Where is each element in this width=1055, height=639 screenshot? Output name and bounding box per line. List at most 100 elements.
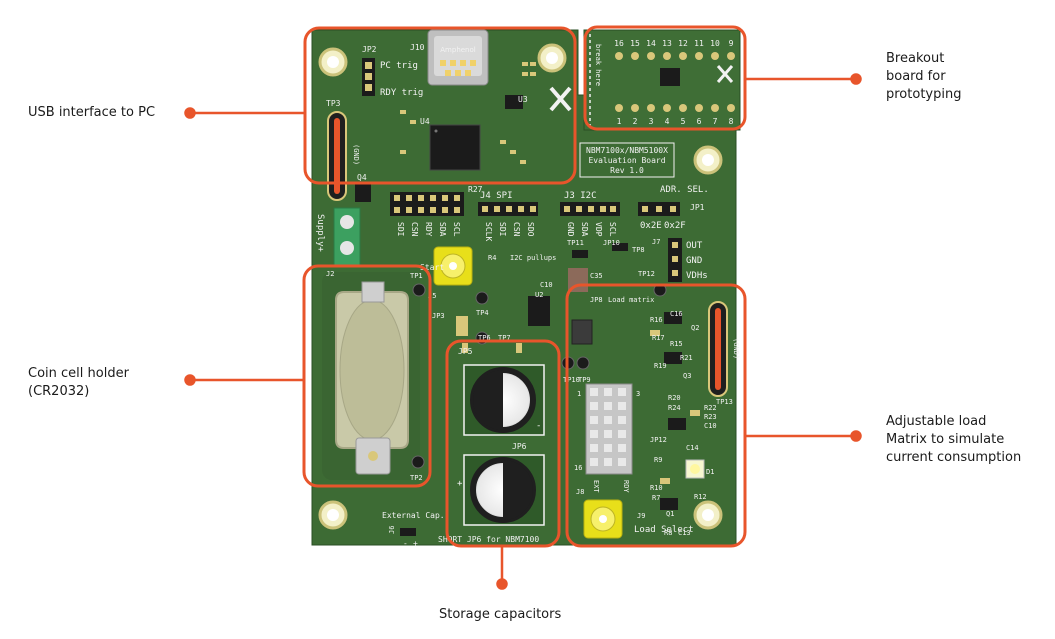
silk-sdi: SDI bbox=[396, 222, 405, 237]
highlight-boxes bbox=[302, 25, 747, 548]
silk-cap-minus: - bbox=[536, 421, 541, 431]
callout-breakout-board: Breakout board for prototyping bbox=[886, 50, 961, 104]
breakout-pin-7: 7 bbox=[713, 117, 718, 126]
silk-c16: C16 bbox=[670, 310, 683, 318]
breakout-pin-9: 9 bbox=[729, 39, 734, 48]
silk-i2c-pullups: I2C pullups bbox=[510, 254, 556, 262]
silk-gnd-right: (GND) bbox=[732, 338, 740, 359]
silk-j2: J2 bbox=[326, 270, 334, 278]
board-title-line-2: Evaluation Board bbox=[588, 156, 665, 165]
breakout-pin-16: 16 bbox=[614, 39, 624, 48]
breakout-top-labels: 16 15 14 13 12 11 10 9 bbox=[614, 39, 733, 48]
board-title: NBM7100x/NBM5100X Evaluation Board Rev 1… bbox=[579, 142, 675, 178]
silk-tp7: TP7 bbox=[498, 334, 511, 342]
callout-load-line-1: Adjustable load bbox=[886, 414, 987, 429]
breakout-pin-1: 1 bbox=[617, 117, 622, 126]
callout-load-line-3: current consumption bbox=[886, 450, 1022, 465]
silk-tp4: TP4 bbox=[476, 309, 489, 317]
silk-j7: J7 bbox=[652, 238, 660, 246]
callout-usb-interface: USB interface to PC bbox=[28, 104, 155, 122]
silk-sdi-2: SDI bbox=[498, 222, 507, 237]
callout-breakout-line-3: prototyping bbox=[886, 87, 962, 102]
silk-ext-plus: + bbox=[413, 539, 418, 548]
silk-r10: R10 bbox=[650, 484, 663, 492]
callout-adjustable-load: Adjustable load Matrix to simulate curre… bbox=[886, 413, 1021, 467]
silk-r16: R16 bbox=[650, 316, 663, 324]
callout-storage-line-1: Storage capacitors bbox=[439, 607, 562, 622]
small-components bbox=[400, 243, 700, 536]
breakout-pin-4: 4 bbox=[665, 117, 670, 126]
silk-j6: J6 bbox=[388, 526, 396, 534]
silk-q1: Q1 bbox=[666, 510, 674, 518]
silk-short-jp6: SHORT JP6 for NBM7100 bbox=[438, 535, 539, 544]
callout-coin-cell: Coin cell holder (CR2032) bbox=[28, 365, 129, 401]
load-matrix-jumpers bbox=[585, 383, 633, 475]
spi-header bbox=[390, 192, 538, 216]
silk-rdy-trig: RDY trig bbox=[380, 88, 423, 98]
usb-interface-chip bbox=[400, 62, 536, 171]
silk-tp6: TP6 bbox=[478, 334, 491, 342]
silk-addr-2e: 0x2E bbox=[640, 221, 662, 231]
silk-tp12: TP12 bbox=[638, 270, 655, 278]
silk-tp8: TP8 bbox=[632, 246, 645, 254]
breakout-pin-8: 8 bbox=[729, 117, 734, 126]
silk-u2: U2 bbox=[535, 291, 543, 299]
highlight-coin-cell bbox=[302, 264, 432, 488]
silk-r24: R24 bbox=[668, 404, 681, 412]
silk-load-select: Load Select bbox=[634, 525, 694, 535]
silk-r17: R17 bbox=[652, 334, 665, 342]
silk-sdo: SDO bbox=[526, 222, 535, 237]
jp2-header bbox=[362, 58, 375, 96]
sma-connector-load-select bbox=[583, 499, 623, 539]
silk-j5: J5 bbox=[428, 292, 436, 300]
silk-c14: C14 bbox=[686, 444, 699, 452]
silk-j8: J8 bbox=[576, 488, 584, 496]
silk-q2: Q2 bbox=[691, 324, 699, 332]
breakout-pin-5: 5 bbox=[681, 117, 686, 126]
silk-external-cap: External Cap. bbox=[382, 511, 445, 520]
silk-j3-i2c: J3 I2C bbox=[564, 191, 597, 201]
silk-d1: D1 bbox=[706, 468, 714, 476]
highlight-usb bbox=[303, 26, 577, 185]
silk-jp2: JP2 bbox=[362, 45, 377, 54]
callout-usb-line-1: USB interface to PC bbox=[28, 105, 156, 120]
silk-sclk: SCLK bbox=[484, 222, 493, 241]
silk-start: Start bbox=[420, 263, 444, 272]
silk-vdhs: VDHs bbox=[686, 271, 708, 281]
callout-coin-line-1: Coin cell holder bbox=[28, 366, 129, 381]
silk-pc-trig: PC trig bbox=[380, 61, 418, 71]
breakout-pin-6: 6 bbox=[697, 117, 702, 126]
silk-tp9: TP9 bbox=[578, 376, 591, 384]
x-logo-icon bbox=[549, 65, 734, 112]
silk-scl-2: SCL bbox=[608, 222, 617, 237]
silk-r20: R20 bbox=[668, 394, 681, 402]
silk-tp3: TP3 bbox=[326, 99, 341, 108]
silk-q4: Q4 bbox=[357, 173, 367, 182]
silk-r4: R4 bbox=[488, 254, 496, 262]
silk-ext-minus: - bbox=[403, 539, 408, 548]
silk-jp12: JP12 bbox=[650, 436, 667, 444]
breakout-pin-15: 15 bbox=[630, 39, 640, 48]
silk-jp8: JP8 bbox=[590, 296, 603, 304]
silk-r27: R27 bbox=[468, 185, 483, 194]
silk-j4-spi: J4 SPI bbox=[480, 191, 513, 201]
silk-matrix-16: 16 bbox=[574, 464, 582, 472]
board-title-line-1: NBM7100x/NBM5100X bbox=[586, 146, 668, 155]
usb-c-connector: Amphenol bbox=[427, 29, 489, 86]
silk-r12: R12 bbox=[694, 493, 707, 501]
silk-jp10: JP10 bbox=[603, 239, 620, 247]
breakout-pin-2: 2 bbox=[633, 117, 638, 126]
silk-jp3: JP3 bbox=[432, 312, 445, 320]
i2c-header bbox=[560, 202, 680, 216]
silk-r7: R7 bbox=[652, 494, 660, 502]
silk-jp6: JP6 bbox=[512, 442, 527, 451]
callout-storage-capacitors: Storage capacitors bbox=[439, 606, 561, 624]
board-title-line-3: Rev 1.0 bbox=[610, 166, 644, 175]
silk-out: OUT bbox=[686, 241, 703, 251]
breakout-pin-14: 14 bbox=[646, 39, 656, 48]
silk-cap-plus: + bbox=[457, 479, 463, 489]
silk-tp11: TP11 bbox=[567, 239, 584, 247]
storage-capacitor-bottom bbox=[463, 454, 545, 526]
silk-gnd-left: (GND) bbox=[352, 144, 360, 165]
